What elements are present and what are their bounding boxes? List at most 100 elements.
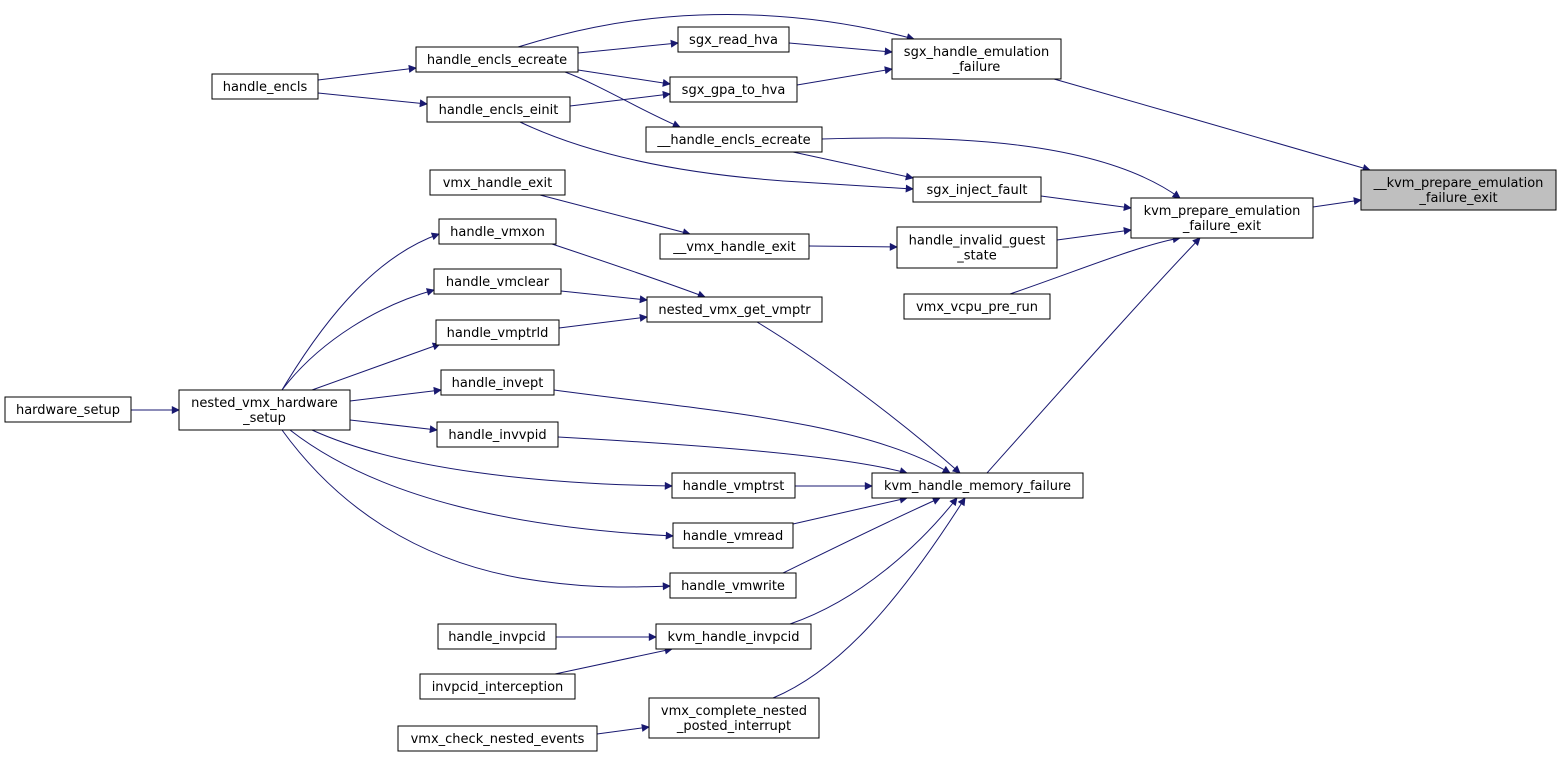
edge-nested_vmx_hardware_setup-to-handle_vmclear (281, 288, 435, 391)
edge-sgx_gpa_to_hva-to-sgx_handle_emulation_failure (796, 66, 893, 86)
node-label: __handle_encls_ecreate (656, 133, 810, 148)
node-label: vmx_vcpu_pre_run (916, 300, 1038, 315)
node-label: handle_encls_einit (439, 103, 559, 118)
edges-layer (131, 13, 1371, 735)
edge-kvm_prepare_emulation_failure_exit-to-kvm_prepare_emulation_failure_exit_internal (1312, 197, 1362, 208)
edge-nested_vmx_hardware_setup-to-handle_vmptrld (311, 342, 441, 391)
node-label: invpcid_interception (432, 680, 564, 695)
node-box (646, 296, 823, 323)
node-vmx_handle_exit[interactable]: vmx_handle_exit (429, 169, 566, 196)
node-label: nested_vmx_hardware (191, 396, 338, 411)
edge-nested_vmx_hardware_setup-to-handle_vmwrite (281, 429, 671, 591)
node-sgx_handle_emulation_failure[interactable]: sgx_handle_emulation_failure (891, 38, 1062, 80)
node-label: sgx_gpa_to_hva (682, 83, 786, 98)
node-box (896, 226, 1058, 269)
node-hardware_setup[interactable]: hardware_setup (4, 396, 132, 423)
node-box (436, 421, 559, 448)
edge-vmx_handle_exit_internal-to-handle_invalid_guest_state (808, 242, 898, 251)
edge-handle_encls_ecreate-to-sgx_read_hva (577, 39, 679, 54)
node-label: sgx_read_hva (689, 33, 778, 48)
edge-nested_vmx_hardware_setup-to-handle_vmxon (281, 232, 440, 391)
node-box (669, 76, 798, 103)
node-label: handle_vmptrld (447, 326, 549, 341)
edge-vmx_handle_exit-to-vmx_handle_exit_internal (539, 194, 691, 237)
edge-handle_vmclear-to-nested_vmx_get_vmptr (560, 290, 648, 304)
edge-handle_encls_einit-to-sgx_inject_fault (519, 121, 914, 193)
node-label: kvm_prepare_emulation (1144, 204, 1301, 219)
node-label: _posted_interrupt (676, 719, 791, 734)
node-handle_encls[interactable]: handle_encls (211, 73, 319, 100)
node-handle_vmptrst[interactable]: handle_vmptrst (671, 472, 796, 499)
edge-handle_vmptrld-to-nested_vmx_get_vmptr (558, 313, 648, 329)
node-label: sgx_handle_emulation (904, 45, 1049, 60)
node-label: sgx_inject_fault (927, 183, 1028, 198)
node-handle_encls_ecreate[interactable]: handle_encls_ecreate (415, 46, 579, 73)
node-handle_invvpid[interactable]: handle_invvpid (436, 421, 559, 448)
edge-kvm_handle_invpcid-to-kvm_handle_memory_failure (789, 497, 958, 625)
node-label: handle_invpcid (448, 630, 546, 645)
node-handle_vmxon[interactable]: handle_vmxon (438, 218, 557, 245)
node-label: _setup (242, 411, 286, 426)
node-box (891, 38, 1062, 80)
node-sgx_gpa_to_hva[interactable]: sgx_gpa_to_hva (669, 76, 798, 103)
node-vmx_complete_nested_posted_interrupt[interactable]: vmx_complete_nested_posted_interrupt (648, 697, 820, 739)
node-box (426, 96, 571, 123)
node-handle_invalid_guest_state[interactable]: handle_invalid_guest_state (896, 226, 1058, 269)
node-label: handle_invept (452, 376, 544, 391)
node-kvm_handle_memory_failure[interactable]: kvm_handle_memory_failure (871, 472, 1084, 499)
node-handle_encls_einit[interactable]: handle_encls_einit (426, 96, 571, 123)
node-vmx_handle_exit_internal[interactable]: __vmx_handle_exit (659, 233, 810, 260)
node-box (672, 522, 794, 549)
node-handle_encls_ecreate_internal[interactable]: __handle_encls_ecreate (645, 126, 823, 153)
edge-handle_encls-to-handle_encls_ecreate (317, 64, 417, 81)
node-box (438, 218, 557, 245)
node-kvm_prepare_emulation_failure_exit[interactable]: kvm_prepare_emulation_failure_exit (1130, 197, 1314, 239)
node-label: __vmx_handle_exit (672, 240, 796, 255)
node-handle_invept[interactable]: handle_invept (440, 369, 555, 396)
node-label: handle_vmread (683, 529, 783, 544)
node-box (178, 389, 351, 431)
node-kvm_handle_invpcid[interactable]: kvm_handle_invpcid (655, 623, 812, 650)
node-box (903, 293, 1051, 320)
node-box (440, 369, 555, 396)
node-vmx_check_nested_events[interactable]: vmx_check_nested_events (397, 725, 598, 752)
node-vmx_vcpu_pre_run[interactable]: vmx_vcpu_pre_run (903, 293, 1051, 320)
node-nested_vmx_get_vmptr[interactable]: nested_vmx_get_vmptr (646, 296, 823, 323)
node-label: handle_vmclear (446, 275, 550, 290)
node-invpcid_interception[interactable]: invpcid_interception (419, 673, 576, 700)
node-label: handle_encls (223, 80, 308, 95)
node-label: vmx_handle_exit (443, 176, 553, 191)
node-nested_vmx_hardware_setup[interactable]: nested_vmx_hardware_setup (178, 389, 351, 431)
node-box (429, 169, 566, 196)
edge-vmx_check_nested_events-to-vmx_complete_nested_posted_interrupt (596, 723, 650, 735)
node-label: _failure (952, 60, 1001, 75)
node-box (435, 319, 560, 346)
node-box (659, 233, 810, 260)
edge-sgx_inject_fault-to-kvm_prepare_emulation_failure_exit (1040, 195, 1132, 212)
edge-handle_encls_einit-to-sgx_gpa_to_hva (569, 90, 671, 107)
edge-handle_encls_ecreate-to-sgx_handle_emulation_failure (517, 13, 915, 48)
edge-handle_vmread-to-kvm_handle_memory_failure (792, 495, 908, 525)
node-label: _state (956, 249, 996, 264)
node-handle_invpcid[interactable]: handle_invpcid (437, 623, 557, 650)
edge-nested_vmx_get_vmptr-to-kvm_handle_memory_failure (756, 321, 961, 474)
edge-handle_encls_ecreate_internal-to-sgx_inject_fault (792, 151, 914, 181)
node-handle_vmwrite[interactable]: handle_vmwrite (669, 572, 797, 599)
edge-handle_encls_ecreate-to-handle_encls_ecreate_internal (564, 71, 681, 128)
edge-handle_vmwrite-to-kvm_handle_memory_failure (782, 497, 941, 574)
edge-handle_vmxon-to-nested_vmx_get_vmptr (551, 243, 706, 299)
node-sgx_inject_fault[interactable]: sgx_inject_fault (912, 176, 1042, 203)
node-box (912, 176, 1042, 203)
node-box (871, 472, 1084, 499)
node-handle_vmptrld[interactable]: handle_vmptrld (435, 319, 560, 346)
node-box (419, 673, 576, 700)
node-kvm_prepare_emulation_failure_exit_internal[interactable]: __kvm_prepare_emulation_failure_exit (1360, 169, 1557, 211)
node-sgx_read_hva[interactable]: sgx_read_hva (677, 26, 790, 53)
node-label: handle_encls_ecreate (427, 53, 567, 68)
node-label: vmx_check_nested_events (411, 732, 585, 747)
node-box (415, 46, 579, 73)
node-box (648, 697, 820, 739)
edge-nested_vmx_hardware_setup-to-handle_vmread (289, 429, 674, 540)
node-handle_vmclear[interactable]: handle_vmclear (433, 268, 562, 295)
node-handle_vmread[interactable]: handle_vmread (672, 522, 794, 549)
